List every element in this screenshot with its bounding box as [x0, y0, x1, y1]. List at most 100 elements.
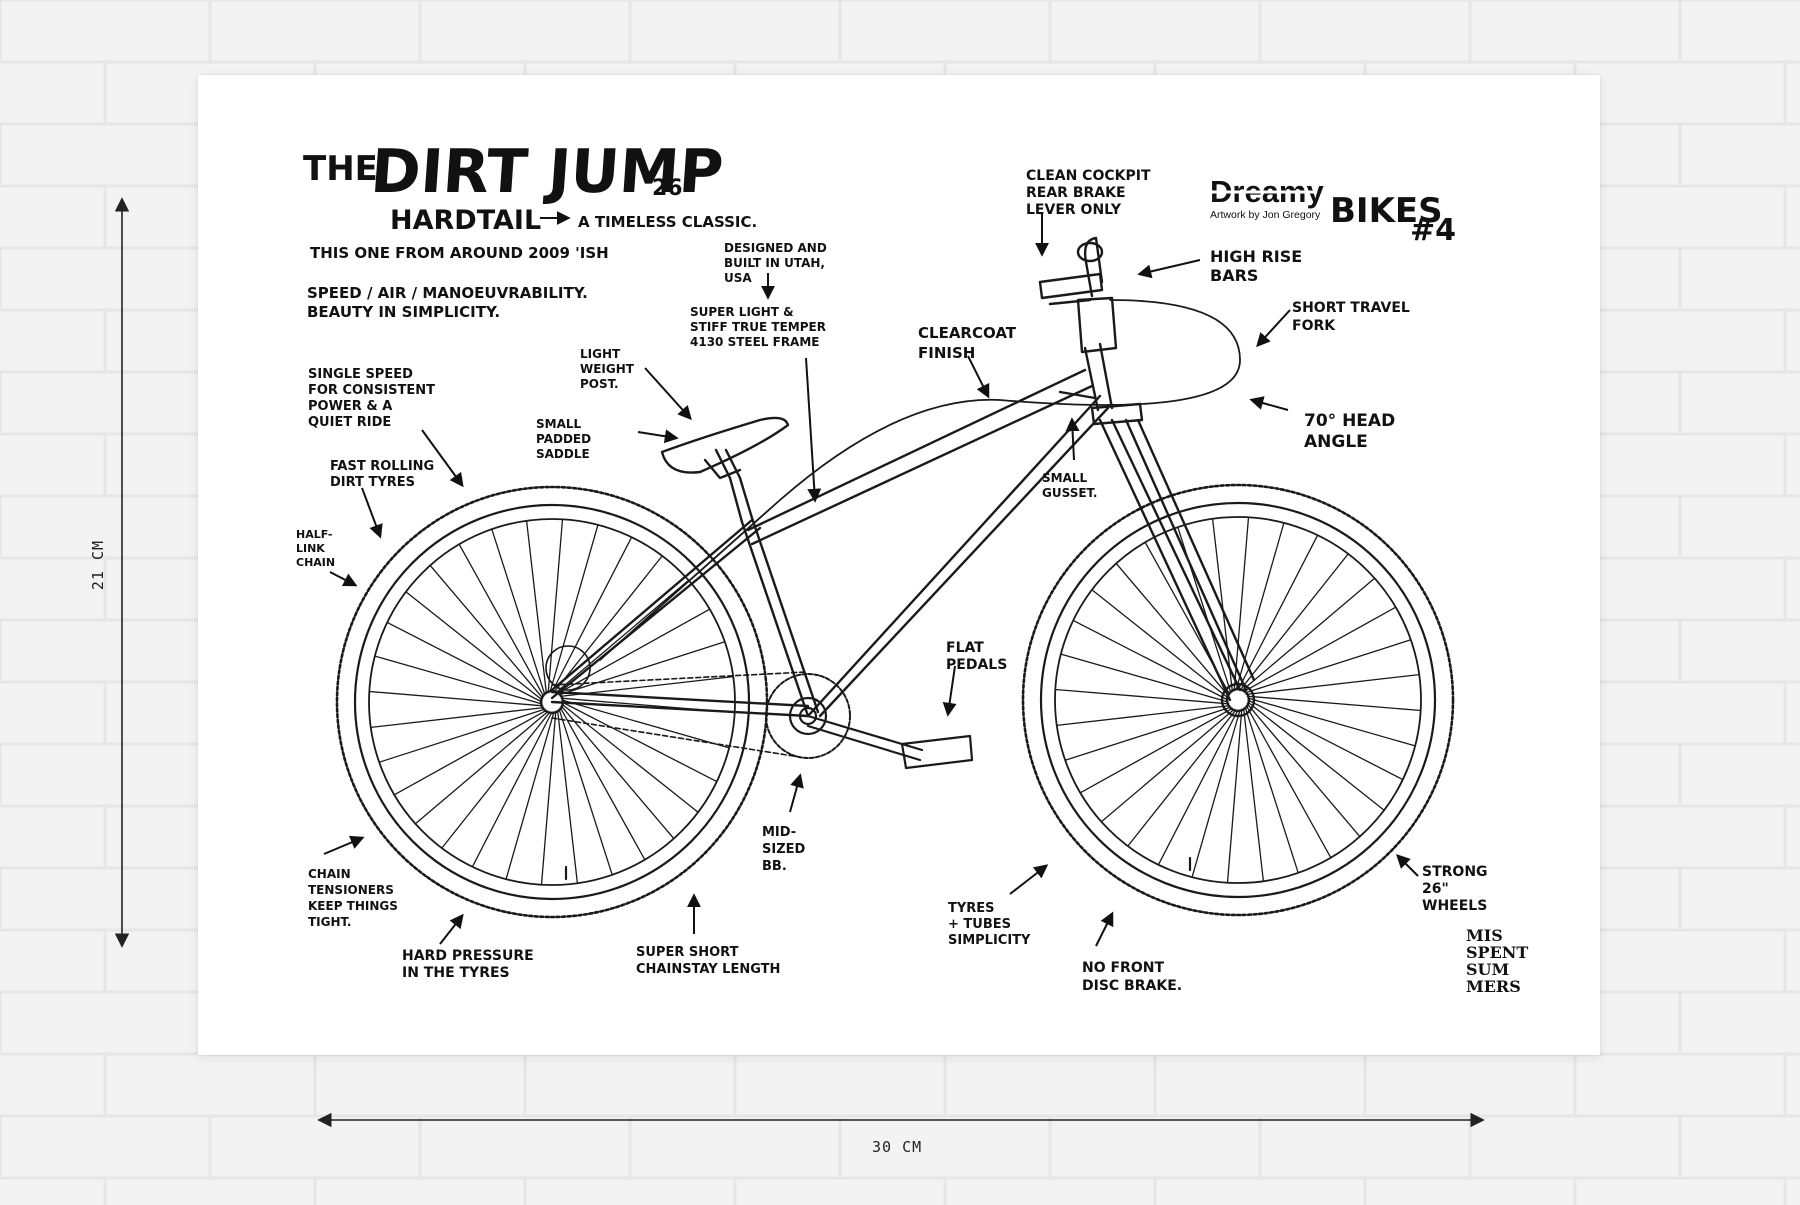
annotation-line: FAST ROLLING: [330, 459, 434, 474]
annotation-line: FORK: [1292, 318, 1336, 334]
annotation-line: REAR BRAKE: [1026, 185, 1126, 201]
handlebar: [1083, 236, 1104, 298]
spoke: [561, 703, 699, 813]
front-rim: [1054, 516, 1422, 884]
spoke: [1246, 703, 1361, 838]
annotation-line: 26": [1422, 881, 1449, 897]
title-main: DIRT JUMP: [369, 137, 726, 207]
front-spokes: [1054, 516, 1422, 884]
spoke: [1064, 706, 1232, 761]
spoke: [374, 655, 543, 705]
annotation-line: POST.: [580, 377, 619, 391]
annotation-line: CHAIN: [308, 867, 351, 881]
annotation-line: USA: [724, 271, 752, 285]
stem: [1076, 296, 1118, 354]
annotation-line: TENSIONERS: [308, 883, 394, 897]
publisher-line-3: SUM: [1466, 960, 1509, 979]
front-hub: [1225, 687, 1251, 713]
annotation-line: TYRES: [948, 901, 995, 916]
bar-end: [1076, 241, 1104, 263]
arrow-light-post: [644, 367, 692, 421]
spoke: [386, 621, 543, 703]
annotation-line: LIGHT: [580, 347, 621, 361]
subtitle-hardtail: HARDTAIL: [390, 205, 541, 236]
spoke: [1191, 709, 1241, 878]
arrow-clearcoat: [967, 355, 990, 399]
spoke: [1245, 704, 1332, 859]
brand-number: #4: [1410, 213, 1456, 248]
spoke: [1226, 708, 1243, 884]
arrow-dirt-tyres: [361, 487, 383, 539]
annotation-line: PEDALS: [946, 657, 1007, 673]
arrow-chain-tensioners: [323, 835, 365, 855]
arrow-steel-frame: [805, 357, 822, 503]
arrow-head-angle: [1249, 396, 1289, 411]
fork-leg-right: [1124, 418, 1256, 692]
annotation-line: BUILT IN UTAH,: [724, 256, 825, 270]
front-tyre-outer: [1021, 483, 1455, 917]
top-tube: [746, 368, 1094, 546]
spoke: [1242, 707, 1265, 882]
annotation-line: SUPER SHORT: [636, 945, 739, 960]
spoke: [1056, 704, 1231, 727]
width-dimension-label: 30 CM: [872, 1138, 923, 1156]
brake-cable: [599, 299, 1241, 661]
spoke: [1244, 706, 1299, 874]
publisher-line-1: MIS: [1466, 926, 1503, 945]
chain: [551, 671, 807, 759]
annotation-line: SIZED: [762, 842, 806, 857]
publisher-line-4: MERS: [1466, 977, 1521, 996]
spoke: [393, 709, 548, 796]
annotation-line: WEIGHT: [580, 362, 635, 376]
spoke: [540, 710, 557, 886]
cockpit: [599, 236, 1241, 661]
spoke: [558, 708, 613, 876]
annotation-line: STRONG: [1422, 864, 1488, 880]
spoke: [1237, 534, 1319, 691]
spoke: [1242, 606, 1397, 693]
spoke: [471, 711, 553, 868]
spoke: [559, 706, 646, 861]
arrow-strong-wheels: [1396, 854, 1419, 877]
spoke: [1245, 673, 1420, 696]
saddle: [660, 416, 790, 474]
spoke: [1079, 707, 1234, 794]
arrow-high-rise: [1137, 259, 1201, 279]
spoke: [561, 699, 730, 749]
annotation-line: FOR CONSISTENT: [308, 383, 435, 398]
annotation-line: + TUBES: [948, 917, 1011, 932]
spoke: [558, 641, 726, 696]
title-block: THE DIRT JUMP 26" HARDTAIL A TIMELESS CL…: [303, 137, 757, 321]
spoke: [1100, 708, 1235, 823]
spoke: [429, 564, 544, 699]
drivetrain: [551, 671, 974, 770]
down-tube: [806, 394, 1110, 718]
spoke: [1072, 619, 1229, 701]
arrow-single-speed: [421, 429, 464, 488]
intro-line3: BEAUTY IN SIMPLICITY.: [307, 303, 500, 321]
spoke: [525, 520, 548, 695]
spoke: [551, 536, 633, 693]
arrow-hard-pressure: [439, 913, 464, 945]
chainring: [765, 673, 851, 759]
front-wheel: [1021, 483, 1455, 917]
arrow-tyres-tubes: [1009, 864, 1049, 895]
spoke: [1060, 653, 1229, 703]
front-tyre-inner: [1039, 501, 1437, 899]
arrow-short-fork: [1256, 309, 1291, 348]
intro-line1: THIS ONE FROM AROUND 2009 'ISH: [310, 244, 609, 262]
bar-grip: [1038, 272, 1104, 300]
